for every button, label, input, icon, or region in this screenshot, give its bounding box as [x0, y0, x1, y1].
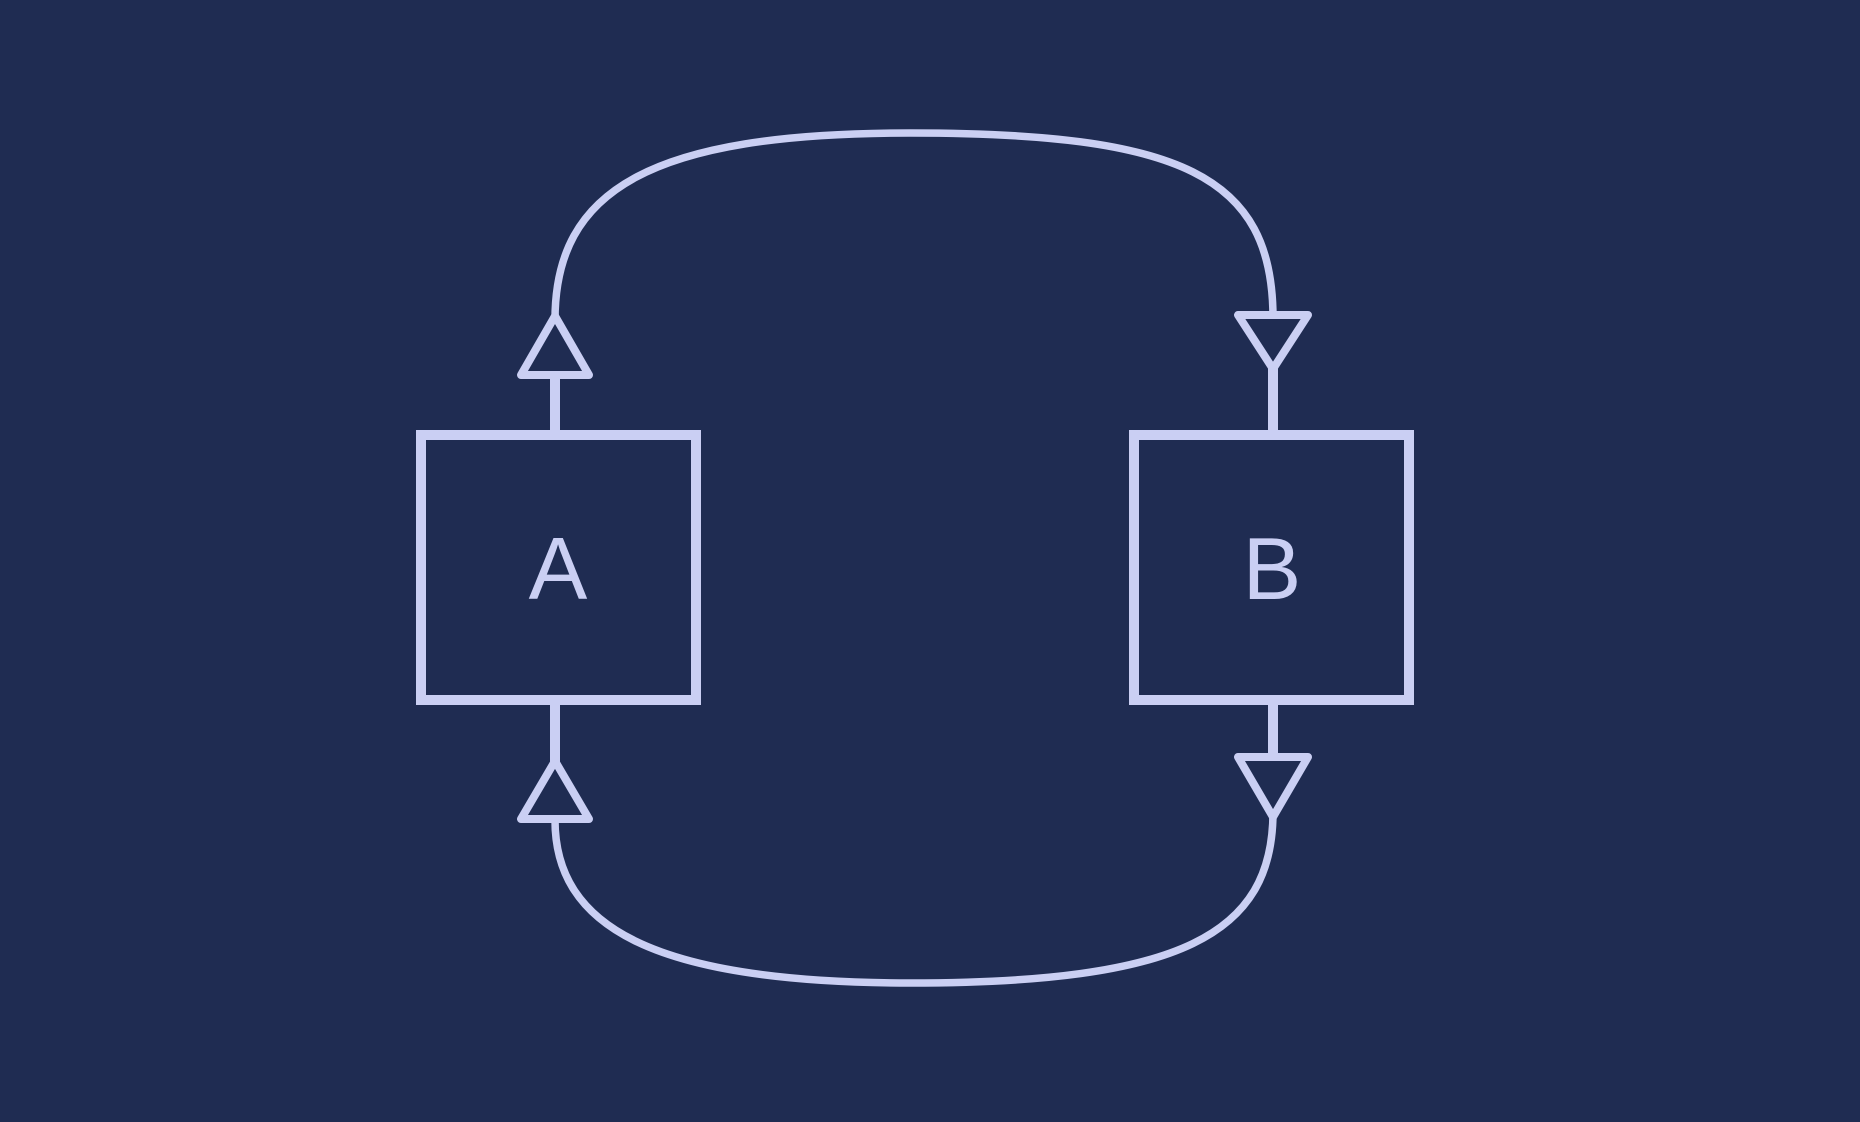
edge-b-to-a	[517, 700, 1312, 987]
node-b-box	[1129, 430, 1414, 705]
edge-b-to-a-curve	[551, 808, 1277, 987]
node-b-label: B	[1243, 519, 1302, 618]
node-a: A	[416, 430, 701, 705]
edge-a-to-b	[517, 129, 1312, 435]
node-b: B	[1129, 430, 1414, 705]
edge-b-to-a-source-arrowhead-down-icon	[1234, 753, 1312, 821]
node-a-label: A	[529, 519, 588, 618]
edge-a-to-b-source-arrowhead-up-icon	[517, 312, 593, 379]
edge-b-to-a-target-arrowhead-up-icon	[517, 757, 593, 823]
node-a-box	[416, 430, 701, 705]
edge-a-to-b-curve	[551, 129, 1277, 324]
edge-a-to-b-target-arrowhead-down-icon	[1234, 311, 1312, 373]
